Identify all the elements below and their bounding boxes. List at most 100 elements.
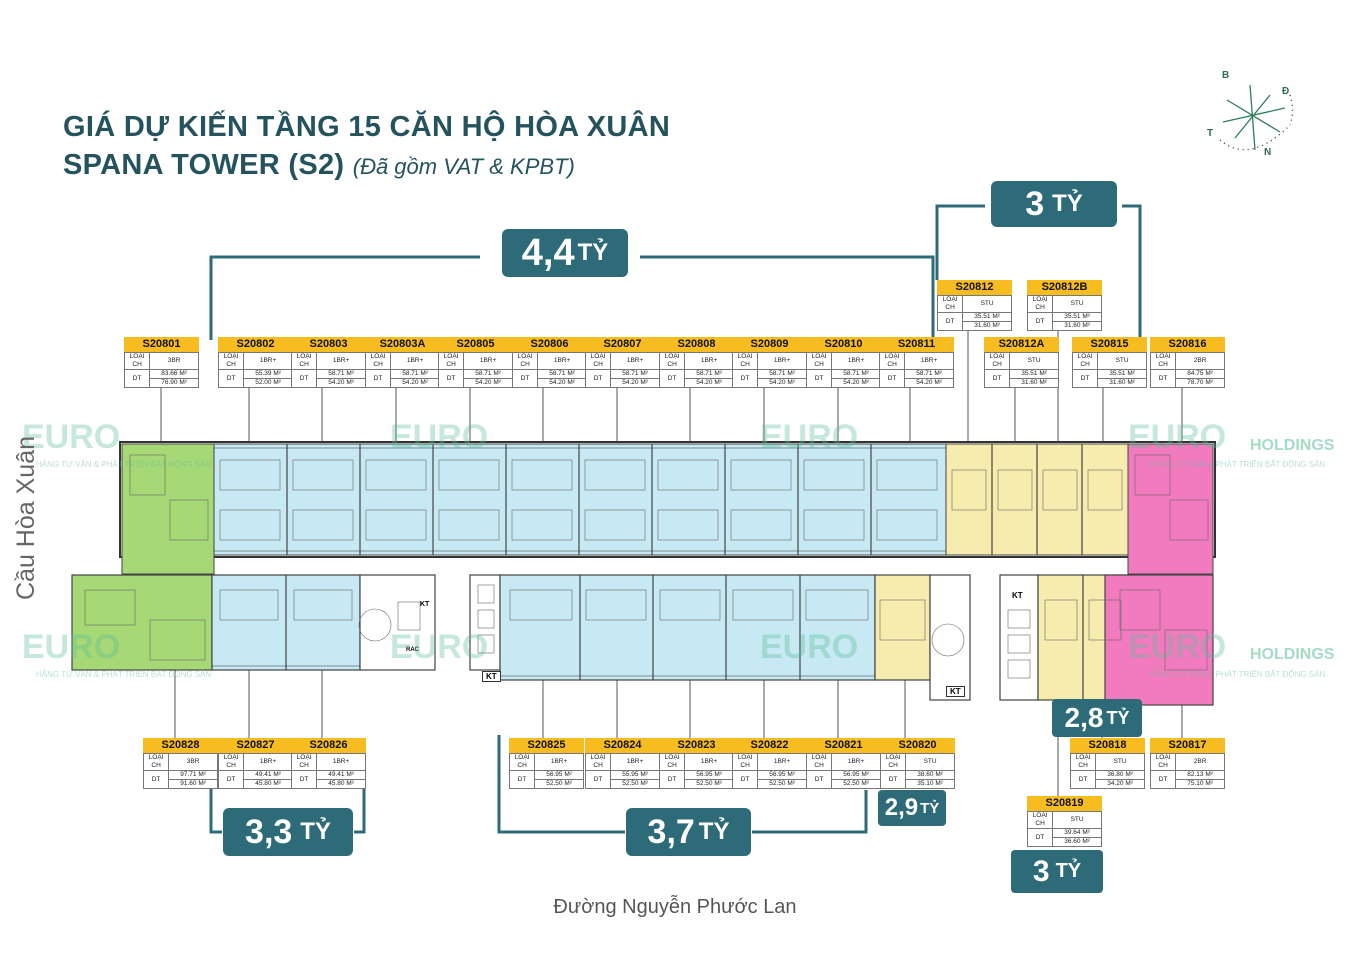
unit-type-label: LOẠI CH <box>983 352 1011 370</box>
unit-code: S20822 <box>732 738 807 753</box>
facility-kt-2: KT <box>482 671 501 682</box>
road-label: Đường Nguyễn Phước Lan <box>553 896 797 918</box>
unit-code: S20808 <box>659 337 734 352</box>
unit-type-label: LOẠI CH <box>217 352 245 370</box>
unit-code: S20812 <box>937 280 1012 295</box>
unit-area-net: 75.10 M² <box>1175 779 1225 789</box>
unit-type-label: LOẠI CH <box>1069 753 1097 771</box>
unit-code: S20811 <box>879 337 954 352</box>
unit-type-label: LOẠI CH <box>364 352 392 370</box>
price-unit: TỶ <box>1106 707 1130 728</box>
bridge-label: Cầu Hòa Xuân <box>12 435 40 600</box>
unit-type: 1BR+ <box>463 352 513 370</box>
unit-area-label: DT <box>731 369 759 388</box>
unit-type: 1BR+ <box>316 352 366 370</box>
unit-area-gross: 56.95 M² <box>831 770 881 780</box>
unit-area-label: DT <box>805 369 833 388</box>
unit-area-gross: 58.71 M² <box>537 369 587 379</box>
unit-area-label: DT <box>805 770 833 789</box>
unit-area-gross: 56.95 M² <box>684 770 734 780</box>
watermark-tagline: HÃNG TƯ VẤN & PHÁT TRIỂN BẤT ĐỘNG SẢN <box>36 460 212 469</box>
unit-area-label: DT <box>878 369 906 388</box>
watermark-logo: EURO <box>390 418 489 456</box>
unit-type-label: LOẠI CH <box>936 295 964 313</box>
unit-area-gross: 49.41 M² <box>316 770 366 780</box>
unit-area-net: 54.20 M² <box>684 378 734 388</box>
unit-type-label: LOẠI CH <box>658 753 686 771</box>
unit-area-label: DT <box>508 770 536 789</box>
unit-area-net: 52.50 M² <box>831 779 881 789</box>
compass: B Đ T N <box>1205 70 1300 160</box>
unit-type: 1BR+ <box>757 352 807 370</box>
unit-type: 1BR+ <box>610 753 660 771</box>
unit-type-label: LOẠI CH <box>290 352 318 370</box>
unit-area-net: 35.10 M² <box>905 779 955 789</box>
unit-code: S20812B <box>1027 280 1102 295</box>
unit-type: 1BR+ <box>390 352 440 370</box>
unit-code: S20817 <box>1150 738 1225 753</box>
unit-area-label: DT <box>1026 828 1054 847</box>
watermark-holdings: HOLDINGS <box>1250 646 1335 663</box>
unit-type-label: LOẠI CH <box>1026 811 1054 829</box>
unit-area-gross: 58.71 M² <box>463 369 513 379</box>
price-value: 3 <box>1032 854 1050 888</box>
unit-type: 1BR+ <box>243 753 293 771</box>
unit-code: S20805 <box>438 337 513 352</box>
price-unit: TỶ <box>1055 860 1082 882</box>
unit-type: STU <box>1097 352 1147 370</box>
facility-rac: RAC <box>406 647 419 653</box>
unit-area-net: 34.20 M² <box>1095 779 1145 789</box>
unit-type: STU <box>1052 295 1102 313</box>
unit-code: S20821 <box>806 738 881 753</box>
title-tower: SPANA TOWER (S2) <box>63 149 345 181</box>
title-line-2: SPANA TOWER (S2) (Đã gồm VAT & KPBT) <box>63 146 670 186</box>
unit-area-label: DT <box>290 369 318 388</box>
unit-type-label: LOẠI CH <box>879 753 907 771</box>
compass-icon <box>1219 84 1294 151</box>
unit-area-gross: 84.75 M² <box>1175 369 1225 379</box>
unit-type: 2BR <box>1175 352 1225 370</box>
unit-type: 2BR <box>1175 753 1225 771</box>
unit-type: STU <box>1052 811 1102 829</box>
price-value: 2,8 <box>1064 702 1104 733</box>
unit-type-label: LOẠI CH <box>290 753 318 771</box>
unit-type-label: LOẠI CH <box>511 352 539 370</box>
unit-type: STU <box>1095 753 1145 771</box>
unit-area-label: DT <box>879 770 907 789</box>
unit-area-net: 52.00 M² <box>243 378 293 388</box>
price-unit: TỶ <box>920 799 940 817</box>
facility-kt-3: KT <box>946 686 965 697</box>
compass-b: B <box>1222 70 1230 81</box>
unit-type-label: LOẠI CH <box>731 352 759 370</box>
unit-area-label: DT <box>290 770 318 789</box>
unit-code: S20801 <box>124 337 199 352</box>
unit-code: S20818 <box>1070 738 1145 753</box>
price-value: 3 <box>1025 184 1045 223</box>
unit-code: S20820 <box>880 738 955 753</box>
unit-type-label: LOẠI CH <box>1149 352 1177 370</box>
compass-t: T <box>1207 128 1214 139</box>
